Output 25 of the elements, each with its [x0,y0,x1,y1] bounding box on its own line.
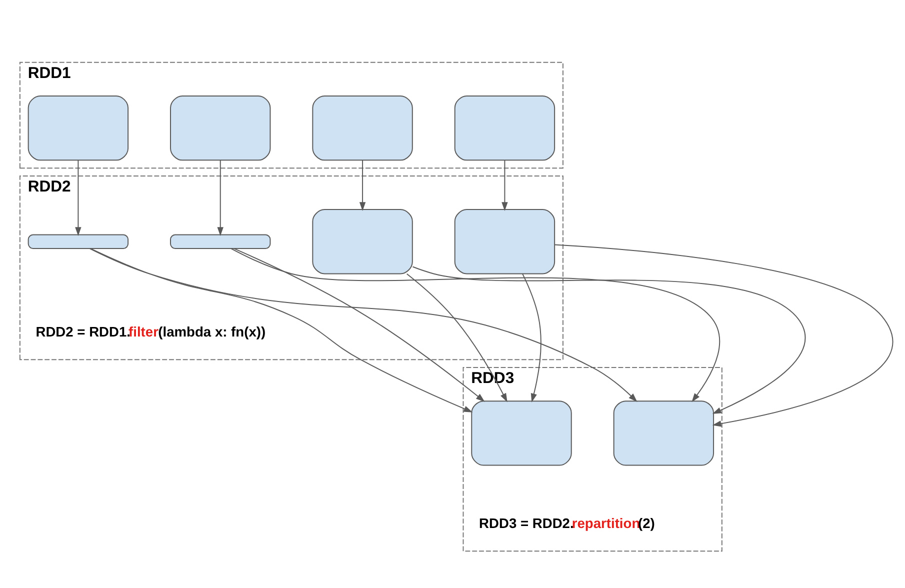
arrow [522,273,542,402]
arrow [230,248,720,402]
node-box [28,96,129,161]
node-box [312,209,413,274]
node-box [613,400,714,466]
arrow [502,160,508,211]
label: RDD3 = RDD2.repartition(2) [479,515,655,532]
arrow [406,273,508,402]
label: RDD2 = RDD1.filter(lambda x: fn(x)) [36,324,266,340]
arrow [90,248,473,412]
node-box [454,96,556,161]
arrow [89,248,638,402]
arrow [412,266,806,414]
node-box [454,209,556,274]
node-box [170,96,271,161]
cluster: RDD1 [19,62,564,169]
arrow [554,244,894,427]
arrow [75,160,82,236]
node-bar [170,234,271,250]
arrow [359,160,366,211]
node-box [312,96,413,161]
node-bar [28,234,129,250]
arrow [217,160,224,236]
arrow [234,248,485,402]
node-box [471,400,572,466]
